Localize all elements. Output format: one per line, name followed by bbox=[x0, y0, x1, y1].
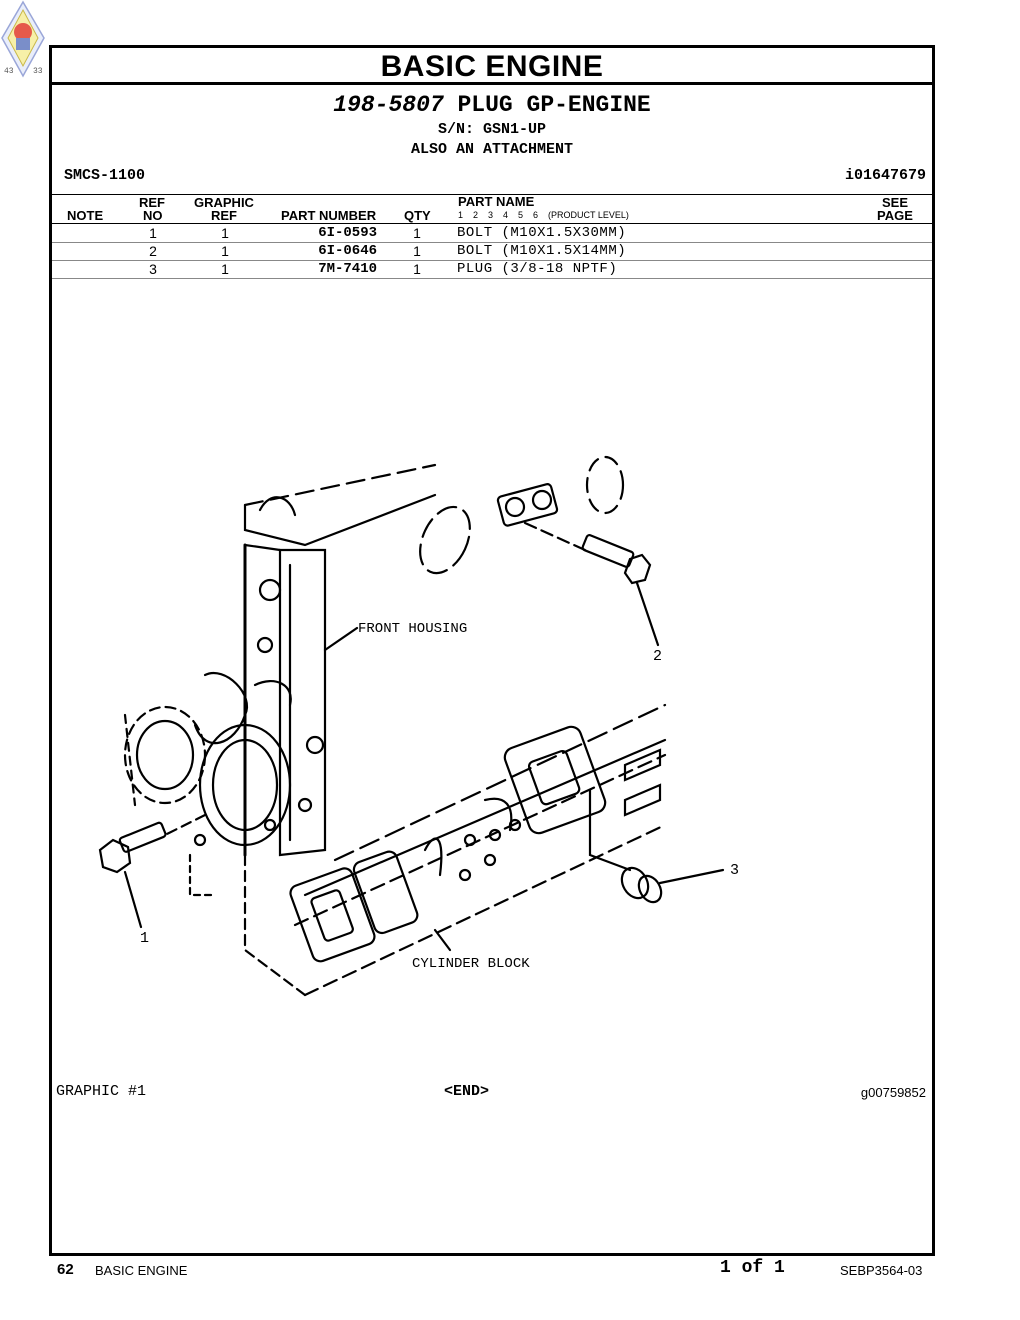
page-number: 62 bbox=[57, 1261, 74, 1278]
page-frame: BASIC ENGINE 198-5807 PLUG GP-ENGINE S/N… bbox=[49, 45, 935, 1256]
part-name: BOLT (M10X1.5X30MM) bbox=[457, 225, 627, 241]
document-number: SEBP3564-03 bbox=[840, 1263, 923, 1278]
quantity: 1 bbox=[413, 261, 421, 277]
end-marker: <END> bbox=[444, 1083, 490, 1100]
col-qty: QTY bbox=[404, 208, 431, 223]
footer-title: BASIC ENGINE bbox=[95, 1263, 188, 1278]
col-part-number: PART NUMBER bbox=[281, 208, 377, 223]
part-number: 7M-7410 bbox=[318, 261, 377, 277]
group-number: 198-5807 bbox=[333, 92, 444, 118]
part-number: 6I-0646 bbox=[318, 243, 377, 259]
parts-table-header: NOTE REF NO GRAPHIC REF PART NUMBER QTY … bbox=[52, 194, 932, 224]
exploded-view-drawing: FRONT HOUSING CYLINDER BLOCK 1 2 3 bbox=[98, 455, 739, 997]
logo-left-number: 43 bbox=[4, 67, 14, 76]
callout-1: 1 bbox=[140, 930, 149, 947]
col-graphic-top: GRAPHIC bbox=[194, 195, 254, 210]
callout-3: 3 bbox=[730, 862, 739, 879]
callout-2: 2 bbox=[653, 648, 662, 665]
col-graphic-bottom: REF bbox=[211, 208, 237, 223]
ref-no: 3 bbox=[149, 261, 157, 277]
group-heading: 198-5807 PLUG GP-ENGINE bbox=[52, 92, 932, 118]
quantity: 1 bbox=[413, 243, 421, 259]
graphic-ref: 1 bbox=[221, 261, 229, 277]
col-note: NOTE bbox=[67, 208, 104, 223]
table-row: 2 1 6I-0646 1 BOLT (M10X1.5X14MM) bbox=[52, 242, 932, 261]
col-see-bottom: PAGE bbox=[877, 208, 913, 223]
graphic-label: GRAPHIC #1 bbox=[56, 1083, 147, 1100]
front-housing-label: FRONT HOUSING bbox=[358, 621, 467, 637]
part-number: 6I-0593 bbox=[318, 225, 377, 241]
ref-no: 2 bbox=[149, 243, 157, 259]
publisher-logo: 43 33 bbox=[1, 0, 45, 78]
section-title: BASIC ENGINE bbox=[52, 48, 932, 85]
quantity: 1 bbox=[413, 225, 421, 241]
part-name: BOLT (M10X1.5X14MM) bbox=[457, 243, 627, 259]
logo-right-number: 33 bbox=[33, 67, 43, 76]
serial-range: S/N: GSN1-UP bbox=[437, 121, 547, 138]
attachment-note: ALSO AN ATTACHMENT bbox=[410, 141, 574, 158]
col-ref-top: REF bbox=[139, 195, 165, 210]
col-part-name: PART NAME bbox=[458, 194, 535, 209]
table-row: 1 1 6I-0593 1 BOLT (M10X1.5X30MM) bbox=[52, 224, 932, 243]
col-ref-bottom: NO bbox=[143, 208, 163, 223]
part-name: PLUG (3/8-18 NPTF) bbox=[457, 261, 618, 277]
col-product-levels: 1 2 3 4 5 6 (PRODUCT LEVEL) bbox=[458, 210, 629, 220]
col-see-top: SEE bbox=[882, 195, 909, 210]
ref-no: 1 bbox=[149, 225, 157, 241]
graphic-ref: 1 bbox=[221, 243, 229, 259]
illustration-id: i01647679 bbox=[844, 167, 926, 184]
graphic-ref: 1 bbox=[221, 225, 229, 241]
table-row: 3 1 7M-7410 1 PLUG (3/8-18 NPTF) bbox=[52, 260, 932, 279]
graphic-number: g00759852 bbox=[860, 1085, 926, 1100]
smcs-code: SMCS-1100 bbox=[64, 167, 146, 184]
page-of: 1 of 1 bbox=[720, 1258, 785, 1278]
group-name: PLUG GP-ENGINE bbox=[457, 92, 651, 118]
cylinder-block-label: CYLINDER BLOCK bbox=[412, 956, 530, 972]
